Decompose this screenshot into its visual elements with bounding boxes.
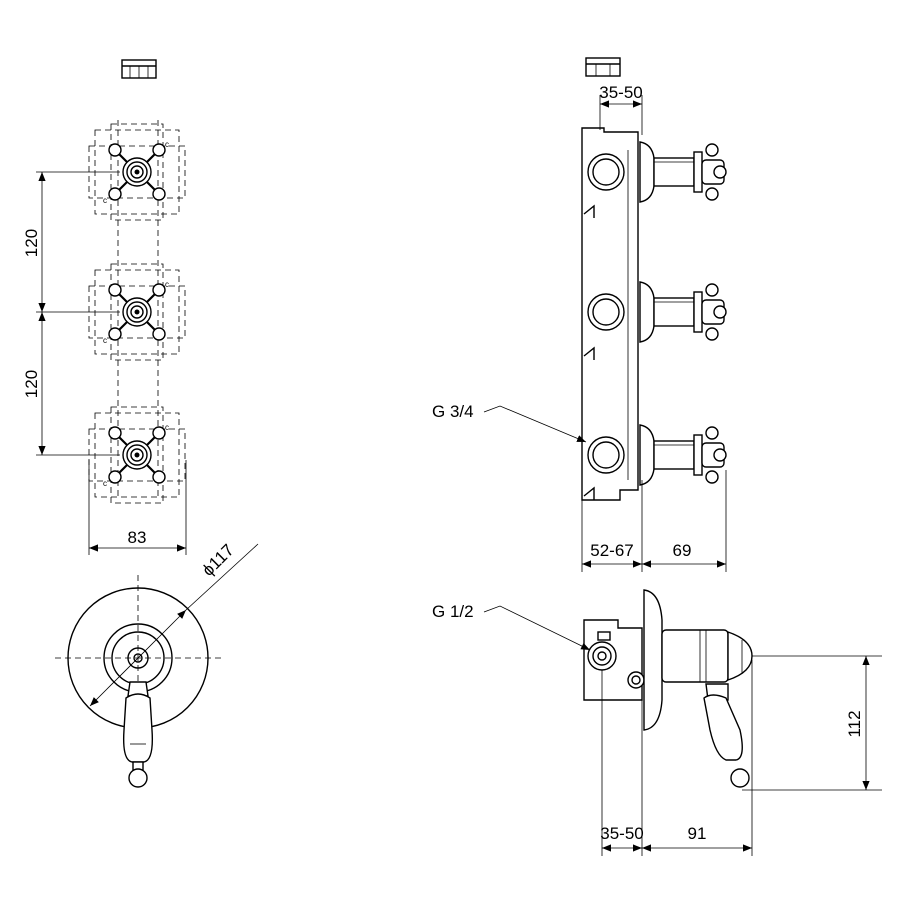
dim-diverter-height: 112 <box>845 710 864 737</box>
dim-diverter-projection: 91 <box>688 824 707 843</box>
dim-front-width: 83 <box>128 528 147 547</box>
dim-side-depth-top: 35-50 <box>599 83 642 102</box>
lever-knob <box>128 768 148 788</box>
side-handle-middle <box>639 281 727 343</box>
dim-front-spacing-2: 120 <box>22 370 41 398</box>
callout-outlet-thread: G 3/4 <box>432 402 474 421</box>
callout-inlet-thread: G 1/2 <box>432 602 474 621</box>
dim-side-projection: 69 <box>673 541 692 560</box>
side-view-handles <box>483 57 727 572</box>
side-handle-top <box>639 141 727 203</box>
nut-icon-right <box>585 57 621 77</box>
side-handle-bottom <box>639 424 727 486</box>
lever-handle <box>122 693 154 763</box>
dim-side-depth-bottom: 52-67 <box>590 541 633 560</box>
dim-front-spacing-1: 120 <box>22 229 41 257</box>
side-view-diverter <box>483 589 882 856</box>
diverter-lever-side <box>703 694 743 761</box>
front-view-handles <box>36 59 187 555</box>
dim-plate-diameter: ϕ117 <box>198 540 237 579</box>
front-view-diverter <box>55 543 259 788</box>
diverter-plate-side <box>643 589 663 731</box>
dim-diverter-depth: 35-50 <box>600 824 643 843</box>
